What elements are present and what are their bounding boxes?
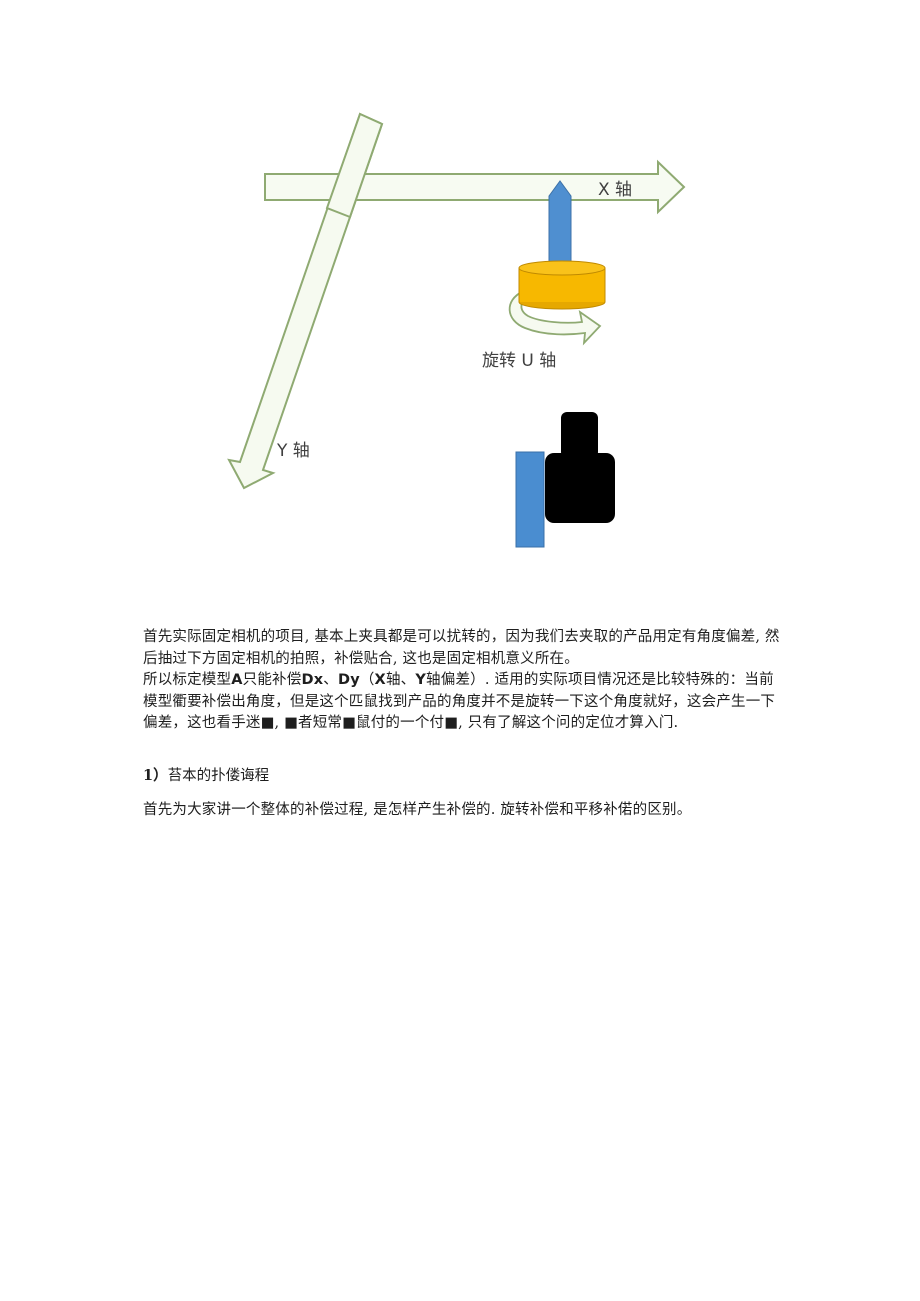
camera-body bbox=[545, 453, 615, 523]
x-term: X bbox=[374, 672, 386, 688]
y-axis-label: Y 轴 bbox=[277, 441, 310, 461]
heading-title: 苔本的扑偻诲程 bbox=[167, 768, 270, 784]
document-body: 首先实际固定相机的项目, 基本上夹具都是可以扰转的，因为我们去夹取的产品用定有角… bbox=[143, 627, 783, 735]
u-axis-label: 旋转 U 轴 bbox=[482, 351, 557, 371]
axis-diagram: X 轴 Y 轴 旋转 U 轴 bbox=[0, 0, 920, 580]
heading-number: 1） bbox=[143, 767, 168, 784]
x-axis-label: X 轴 bbox=[598, 180, 633, 200]
rotation-disc bbox=[518, 260, 606, 276]
p2-sep: 、 bbox=[323, 672, 338, 688]
camera-lens bbox=[561, 412, 598, 458]
blue-plate bbox=[515, 451, 545, 548]
rotation-arrow bbox=[508, 290, 602, 346]
p2-mid: 只能补偿 bbox=[242, 672, 302, 688]
dy-term: Dy bbox=[337, 672, 360, 688]
diagram-graphic bbox=[227, 112, 686, 548]
p2-paren: （ bbox=[359, 672, 375, 688]
paragraph-1: 首先实际固定相机的项目, 基本上夹具都是可以扰转的，因为我们去夹取的产品用定有角… bbox=[143, 629, 780, 667]
tool-spindle bbox=[548, 180, 572, 263]
paragraph-2: 所以标定模型A只能补偿Dx、Dy（X轴、Y轴偏差）. 适用的实际项目情况还是比较… bbox=[143, 670, 783, 735]
dx-term: Dx bbox=[301, 672, 324, 688]
section-heading: 1）苔本的扑偻诲程 bbox=[143, 764, 269, 785]
p2-rest: 轴偏差）. 适用的实际项目情况还是比较特殊的：当前模型衢要补偿出角度，但是这个匹… bbox=[143, 672, 776, 731]
p2-x-axis: 轴、 bbox=[385, 672, 416, 688]
paragraph-3: 首先为大家讲一个整体的补偿过程, 是怎样产生补偿的. 旋转补偿和平移补偌的区别。 bbox=[143, 802, 692, 818]
p2-prefix: 所以标定模型 bbox=[143, 672, 232, 688]
y-term: Y bbox=[415, 672, 427, 688]
model-name: A bbox=[231, 672, 243, 688]
